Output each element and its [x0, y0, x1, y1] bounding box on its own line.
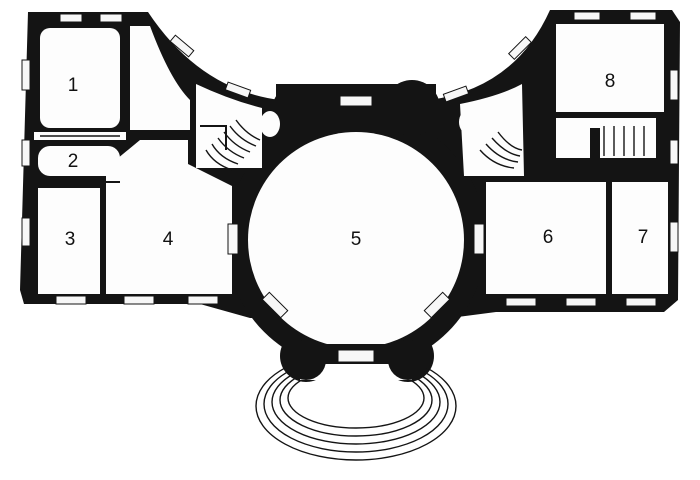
- window: [339, 95, 373, 107]
- window: [442, 85, 470, 103]
- room-2-label: 2: [68, 151, 79, 172]
- room-3-floor: [38, 188, 100, 294]
- window: [423, 291, 451, 319]
- stair-step: [229, 125, 257, 147]
- left-stair-hall-floor: [196, 84, 262, 168]
- window: [573, 11, 601, 21]
- pier-ne: [384, 80, 440, 136]
- partitions: [34, 115, 660, 294]
- room-6-label: 6: [543, 227, 554, 248]
- stair-frame: [200, 125, 227, 150]
- window: [224, 81, 252, 99]
- window: [473, 223, 485, 255]
- window: [565, 297, 597, 307]
- stair-step: [497, 131, 523, 151]
- room-1-floor: [40, 28, 120, 128]
- pier-nw: [272, 84, 324, 136]
- window: [669, 221, 679, 253]
- niche: [260, 111, 280, 137]
- window: [169, 34, 195, 58]
- room-floors: [38, 24, 668, 348]
- left-staircase: [200, 111, 280, 171]
- window: [625, 297, 657, 307]
- window: [507, 35, 533, 61]
- window: [187, 295, 219, 305]
- room-8-label: 8: [605, 71, 616, 92]
- window: [21, 217, 31, 247]
- left-passage-floor: [130, 26, 190, 130]
- window: [669, 69, 679, 101]
- room-7-floor: [612, 182, 668, 294]
- room-3-label: 3: [65, 229, 76, 250]
- window: [227, 223, 239, 255]
- window: [21, 139, 31, 167]
- niche: [459, 110, 477, 134]
- right-stair-hall-floor: [460, 84, 524, 176]
- pier-sw-base: [286, 340, 326, 380]
- oval-entrance-steps: [255, 340, 457, 461]
- window: [123, 295, 155, 305]
- stair-step: [211, 143, 239, 165]
- stair-step: [235, 119, 261, 141]
- room-4-label: 4: [163, 229, 174, 250]
- room-labels: 1 2 3 4 5 6 7 8: [65, 71, 649, 250]
- room-5-floor: [248, 132, 464, 348]
- stair-step: [205, 149, 233, 171]
- entrance-door: [337, 349, 375, 363]
- window: [59, 13, 83, 23]
- stair-step: [491, 137, 521, 157]
- room-5-label: 5: [351, 229, 362, 250]
- pier-se-base: [388, 340, 428, 380]
- window: [261, 291, 289, 319]
- room-7-label: 7: [638, 227, 649, 248]
- stair-step: [479, 149, 515, 169]
- room-6-floor: [486, 182, 606, 294]
- window: [669, 139, 679, 165]
- room-8-stair-floor: [556, 118, 656, 158]
- window: [21, 59, 31, 91]
- windows: [21, 11, 679, 379]
- window: [629, 11, 657, 21]
- stair-step: [217, 137, 245, 159]
- room-4-floor: [106, 140, 232, 294]
- room-8-floor: [556, 24, 664, 112]
- room-1-label: 1: [68, 75, 79, 96]
- stair-step: [485, 143, 519, 163]
- room-8-pillar: [590, 128, 600, 158]
- stair-step: [223, 131, 251, 153]
- right-staircase: [459, 99, 645, 169]
- window: [55, 295, 87, 305]
- window: [99, 13, 123, 23]
- room-2-floor: [38, 146, 120, 176]
- window: [505, 297, 537, 307]
